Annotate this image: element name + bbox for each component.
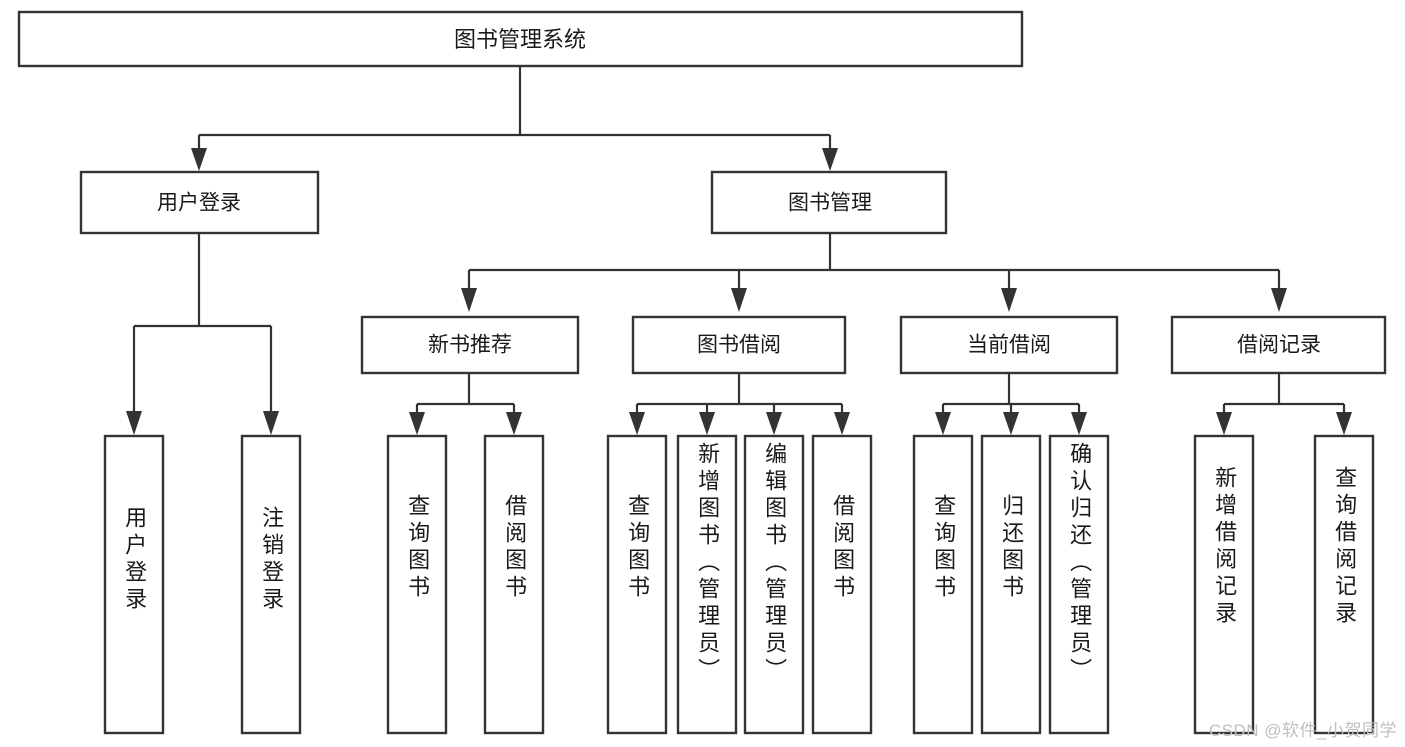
arrowhead-nb-leaf1 (409, 412, 425, 435)
arrowhead-cb-leaf3 (1071, 412, 1087, 435)
node-book-borrow[interactable]: 图书借阅 (631, 315, 847, 375)
arrowhead-user-login (191, 148, 207, 171)
new-book-recommend-label: 新书推荐 (428, 334, 512, 357)
arrowhead-br-leaf2 (1336, 412, 1352, 435)
connector-group (126, 66, 1352, 435)
root-box[interactable] (17, 10, 1024, 68)
arrowhead-nb-leaf2 (506, 412, 522, 435)
book-borrow-box[interactable] (631, 315, 847, 375)
leaf-box-borrow-record-2[interactable] (1313, 434, 1375, 735)
borrow-record-label: 借阅记录 (1237, 334, 1321, 357)
node-book-management[interactable]: 图书管理 (710, 170, 948, 235)
leaf-box-user-login-2[interactable] (240, 434, 302, 735)
leaf-box-book-borrow-2[interactable] (676, 434, 738, 735)
leaf-box-current-borrow-2[interactable] (980, 434, 1042, 735)
arrowhead-bb-leaf2 (699, 412, 715, 435)
arrowhead-leaf-user-login (126, 411, 142, 435)
arrowhead-br-leaf1 (1216, 412, 1232, 435)
node-current-borrow[interactable]: 当前借阅 (899, 315, 1119, 375)
book-management-label: 图书管理 (788, 192, 872, 215)
book-borrow-label: 图书借阅 (697, 334, 781, 357)
csdn-watermark: CSDN @软件_小贺同学 (1208, 721, 1397, 740)
leaf-box-user-login-1[interactable] (103, 434, 165, 735)
current-borrow-box[interactable] (899, 315, 1119, 375)
leaf-box-new-book-2[interactable] (483, 434, 545, 735)
leaf-box-current-borrow-3[interactable] (1048, 434, 1110, 735)
arrowhead-bb-leaf1 (629, 412, 645, 435)
leaf-box-borrow-record-1[interactable] (1193, 434, 1255, 735)
arrowhead-book-mgmt (822, 148, 838, 171)
arrowhead-new-book (461, 288, 477, 312)
leaf-box-book-borrow-3[interactable] (743, 434, 805, 735)
user-login-label: 用户登录 (157, 192, 241, 215)
node-root-system[interactable]: 图书管理系统 (17, 10, 1024, 68)
node-user-login[interactable]: 用户登录 (79, 170, 320, 235)
arrowhead-bb-leaf3 (766, 412, 782, 435)
arrowhead-cb-leaf1 (935, 412, 951, 435)
arrowhead-current-borrow (1001, 288, 1017, 312)
arrowhead-borrow-record (1271, 288, 1287, 312)
leaf-box-book-borrow-1[interactable] (606, 434, 668, 735)
arrowhead-leaf-logout (263, 411, 279, 435)
current-borrow-label: 当前借阅 (967, 334, 1051, 357)
leaf-box-current-borrow-1[interactable] (912, 434, 974, 735)
borrow-record-box[interactable] (1170, 315, 1387, 375)
node-new-book-recommend[interactable]: 新书推荐 (360, 315, 580, 375)
user-login-box[interactable] (79, 170, 320, 235)
arrowhead-book-borrow (731, 288, 747, 312)
new-book-recommend-box[interactable] (360, 315, 580, 375)
node-borrow-record[interactable]: 借阅记录 (1170, 315, 1387, 375)
leaf-box-book-borrow-4[interactable] (811, 434, 873, 735)
leaf-box-new-book-1[interactable] (386, 434, 448, 735)
arrowhead-bb-leaf4 (834, 412, 850, 435)
book-management-box[interactable] (710, 170, 948, 235)
arrowhead-cb-leaf2 (1003, 412, 1019, 435)
root-label: 图书管理系统 (454, 27, 586, 52)
